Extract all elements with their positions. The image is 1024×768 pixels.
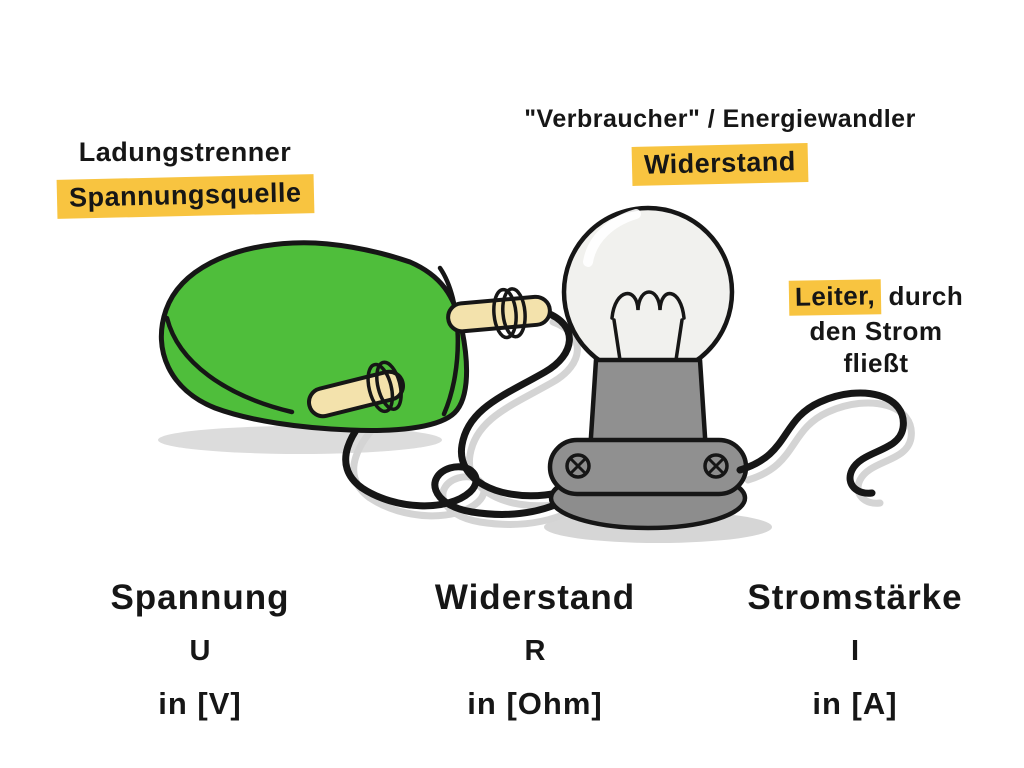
terminal-top-paddle [446, 294, 552, 334]
quantity-voltage: Spannung U in [V] [55, 578, 345, 722]
label-verbraucher: "Verbraucher" / Energiewandler [524, 105, 916, 133]
terminal-top [446, 287, 552, 340]
wire-top-terminal-to-lamp [457, 308, 573, 500]
label-widerstand-highlight: Widerstand [631, 143, 809, 186]
quantity-current-unit: in [A] [812, 686, 898, 721]
label-leiter-highlight: Leiter, [788, 279, 882, 316]
terminal-bottom-wire-loop2 [375, 360, 403, 411]
battery-front-fold [164, 315, 295, 415]
label-leiter-line2: den Strom [809, 315, 943, 346]
battery-end-fold [437, 265, 461, 417]
label-widerstand-wrap: Widerstand [460, 143, 980, 186]
quantity-resistance-symbol: R [524, 635, 546, 667]
terminal-bottom-wire-loop [366, 362, 395, 414]
label-leiter-line3: fließt [843, 348, 909, 378]
screw-right [703, 453, 729, 479]
screw-left [565, 453, 591, 479]
quantity-voltage-name: Spannung [110, 578, 290, 617]
filament [610, 290, 686, 362]
wire-right-conductor [736, 389, 907, 497]
quantity-current-symbol: I [850, 635, 860, 667]
label-consumer: "Verbraucher" / Energiewandler Widerstan… [460, 104, 980, 186]
label-leiter-rest: durch [880, 281, 964, 311]
label-leiter-line1: Leiter, durch [750, 279, 1002, 316]
quantity-resistance-unit: in [Ohm] [467, 686, 603, 721]
label-spannungsquelle: Spannungsquelle [56, 173, 314, 219]
label-spannungsquelle-wrap: Spannungsquelle [20, 173, 350, 219]
terminal-bottom-paddle [307, 369, 405, 419]
wire-bottom-terminal-to-lamp [342, 400, 566, 518]
label-voltage-source: Ladungstrenner Spannungsquelle [20, 136, 350, 219]
quantity-resistance: Widerstand R in [Ohm] [385, 578, 685, 722]
light-bulb [547, 205, 749, 531]
quantity-resistance-name: Widerstand [434, 578, 636, 617]
quantity-current-name: Stromstärke [747, 578, 963, 617]
terminal-top-wire-loop2 [501, 287, 527, 339]
terminal-top-wire-loop [492, 287, 518, 340]
quantity-voltage-symbol: U [189, 635, 211, 667]
quantity-current: Stromstärke I in [A] [700, 578, 1010, 722]
quantity-voltage-unit: in [V] [158, 686, 242, 721]
label-conductor: Leiter, durch den Strom fließt [750, 279, 1002, 380]
glass-highlight [583, 209, 641, 267]
battery [158, 240, 552, 433]
label-ladungstrenner: Ladungstrenner [78, 137, 292, 167]
terminal-bottom [307, 360, 405, 419]
